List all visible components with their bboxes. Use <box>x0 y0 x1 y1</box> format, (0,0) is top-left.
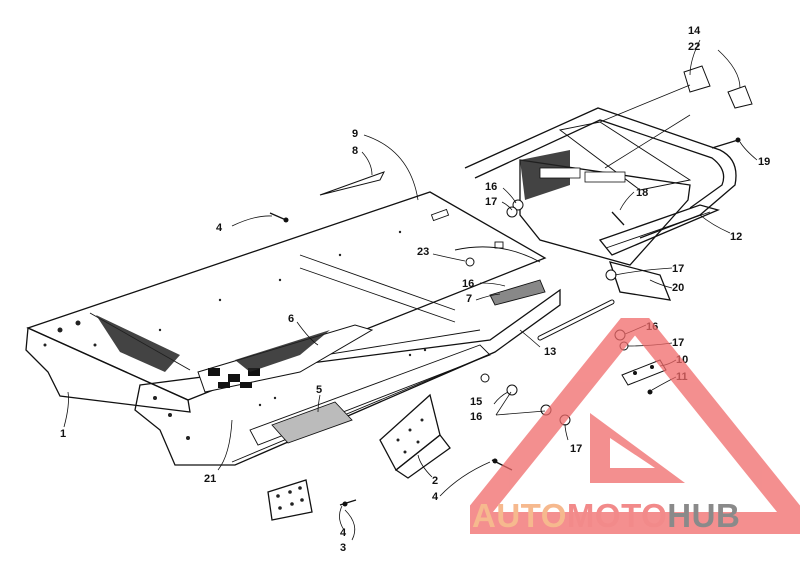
watermark-auto: AUTO <box>472 497 567 534</box>
callout-6: 6 <box>288 313 294 325</box>
callout-8: 8 <box>352 145 358 157</box>
callout-17-upper-right: 17 <box>672 263 684 275</box>
callout-7: 7 <box>466 293 472 305</box>
callout-3: 3 <box>340 542 346 554</box>
watermark-moto: MOTO <box>566 497 668 534</box>
wedge-part-8 <box>319 171 386 196</box>
callout-23: 23 <box>417 246 429 258</box>
callout-19: 19 <box>758 156 770 168</box>
callout-14: 14 <box>688 25 701 37</box>
bracket-part-2 <box>379 393 451 479</box>
callout-13: 13 <box>544 346 556 358</box>
callout-16-bumper: 16 <box>485 181 497 193</box>
tunnel-assembly <box>25 191 561 466</box>
callout-17-bumper: 17 <box>485 196 497 208</box>
callout-15: 15 <box>470 396 482 408</box>
callout-labels: 1 2 3 4 4 4 5 6 7 8 9 10 11 12 13 14 15 … <box>60 25 770 554</box>
callout-4-mid: 4 <box>432 491 439 503</box>
callout-16-deck: 16 <box>462 278 474 290</box>
decal-part-22 <box>727 85 753 109</box>
callout-22: 22 <box>688 41 700 53</box>
callout-4-bottom: 4 <box>340 527 347 539</box>
callout-16-lower: 16 <box>470 411 482 423</box>
callout-5: 5 <box>316 384 322 396</box>
plate-part-3 <box>267 479 313 521</box>
callout-2: 2 <box>432 475 438 487</box>
callout-4-top: 4 <box>216 222 223 234</box>
pad-part-5 <box>271 401 353 444</box>
callout-1: 1 <box>60 428 66 440</box>
callout-9: 9 <box>352 128 358 140</box>
decal-part-14 <box>683 65 711 93</box>
callout-17-right: 17 <box>672 337 684 349</box>
watermark-hub: HUB <box>667 497 741 534</box>
watermark-triangle-logo <box>470 318 800 534</box>
callout-20: 20 <box>672 282 684 294</box>
callout-21: 21 <box>204 473 216 485</box>
bracket-part-7 <box>489 279 546 306</box>
watermark-text: AUTOMOTOHUB <box>472 497 740 535</box>
callout-18: 18 <box>636 187 648 199</box>
rear-bumper-assembly <box>464 65 753 301</box>
callout-17-lower: 17 <box>570 443 582 455</box>
callout-12: 12 <box>730 231 742 243</box>
